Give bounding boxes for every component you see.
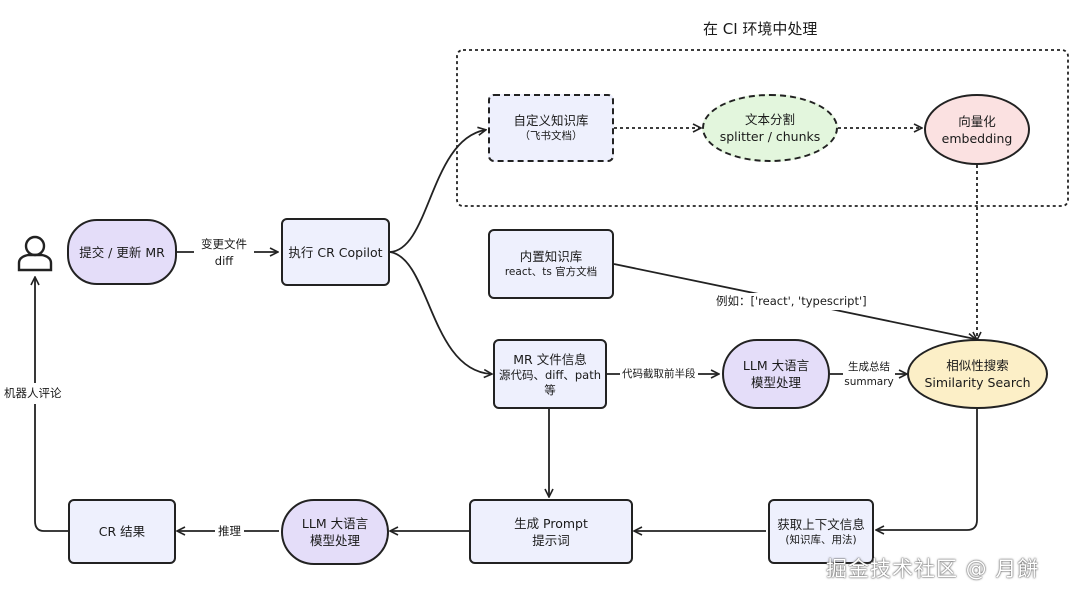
mr-info-sublabel-2: 等 bbox=[544, 382, 556, 397]
submit-mr-node: 提交 / 更新 MR bbox=[67, 219, 177, 285]
diff-edge-label: 变更文件 diff bbox=[194, 236, 254, 270]
builtin-kb-label: 内置知识库 bbox=[519, 249, 583, 264]
ci-region-box bbox=[456, 49, 1069, 207]
summary-edge-label-1: 生成总结 bbox=[848, 361, 890, 373]
robot-comment-edge-label: 机器人评论 bbox=[3, 383, 63, 404]
run-copilot-label: 执行 CR Copilot bbox=[288, 244, 383, 260]
prompt-label: 生成 Prompt bbox=[514, 515, 588, 531]
summary-edge-label-2: summary bbox=[844, 376, 894, 388]
diff-edge-label-2: diff bbox=[214, 254, 234, 268]
prompt-sublabel: 提示词 bbox=[532, 532, 570, 548]
builtin-kb-node: 内置知识库 react、ts 官方文档 bbox=[488, 229, 614, 299]
diff-edge-label-1: 变更文件 bbox=[201, 237, 247, 251]
custom-kb-label: 自定义知识库 bbox=[513, 113, 589, 128]
summary-edge-label: 生成总结 summary bbox=[843, 360, 895, 390]
llm-bottom-node: LLM 大语言 模型处理 bbox=[281, 499, 389, 565]
cr-result-label: CR 结果 bbox=[98, 524, 146, 539]
builtin-kb-sublabel: react、ts 官方文档 bbox=[504, 266, 598, 278]
similarity-sublabel: Similarity Search bbox=[924, 375, 1031, 390]
submit-mr-label: 提交 / 更新 MR bbox=[79, 244, 165, 260]
similarity-label: 相似性搜索 bbox=[946, 358, 1009, 373]
user-icon bbox=[17, 235, 53, 272]
infer-edge-label: 推理 bbox=[215, 523, 244, 540]
llm-top-sublabel: 模型处理 bbox=[750, 375, 801, 390]
example-edge-label: 例如：['react', 'typescript'] bbox=[714, 293, 869, 310]
cr-result-node: CR 结果 bbox=[68, 499, 176, 564]
llm-bottom-sublabel: 模型处理 bbox=[309, 533, 360, 548]
ci-region-title: 在 CI 环境中处理 bbox=[703, 20, 818, 38]
embedding-node: 向量化 embedding bbox=[924, 94, 1030, 165]
run-copilot-node: 执行 CR Copilot bbox=[281, 218, 390, 286]
llm-top-label: LLM 大语言 bbox=[742, 358, 810, 373]
context-label: 获取上下文信息 bbox=[777, 516, 865, 532]
mr-info-node: MR 文件信息 源代码、diff、path 等 bbox=[493, 339, 607, 409]
similarity-search-node: 相似性搜索 Similarity Search bbox=[907, 339, 1048, 409]
splitter-node: 文本分割 splitter / chunks bbox=[702, 94, 838, 162]
llm-top-node: LLM 大语言 模型处理 bbox=[722, 339, 830, 409]
context-node: 获取上下文信息 (知识库、用法) bbox=[768, 499, 874, 564]
code-truncate-edge-label: 代码截取前半段 bbox=[620, 367, 698, 382]
embedding-label: 向量化 bbox=[958, 113, 996, 129]
splitter-label: 文本分割 bbox=[744, 112, 795, 127]
context-sublabel: (知识库、用法) bbox=[785, 533, 857, 546]
custom-kb-node: 自定义知识库 （飞书文档） bbox=[488, 94, 614, 162]
llm-bottom-label: LLM 大语言 bbox=[301, 516, 369, 531]
embedding-sublabel: embedding bbox=[941, 130, 1013, 146]
custom-kb-sublabel: （飞书文档） bbox=[519, 130, 583, 142]
prompt-node: 生成 Prompt 提示词 bbox=[469, 499, 633, 564]
splitter-sublabel: splitter / chunks bbox=[719, 129, 821, 144]
mr-info-sublabel: 源代码、diff、path bbox=[498, 367, 602, 382]
watermark-text: 掘金技术社区 @ 月餅 bbox=[826, 557, 1040, 581]
mr-info-label: MR 文件信息 bbox=[513, 351, 587, 367]
